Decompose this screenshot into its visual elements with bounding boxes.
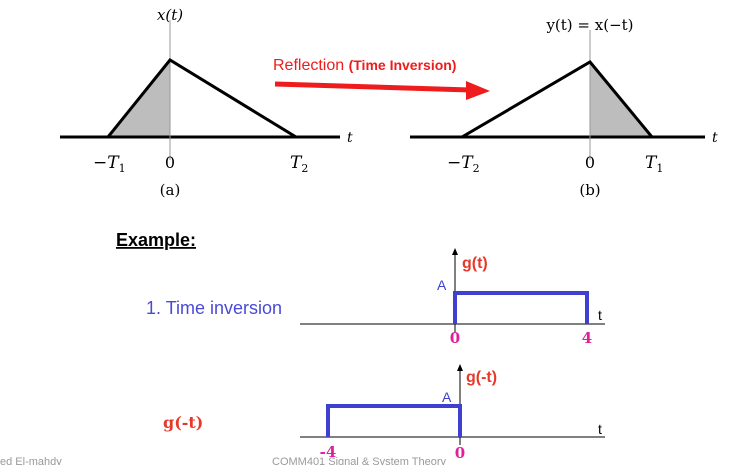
ginv-axis-var: t <box>598 421 602 437</box>
g-label: g(t) <box>462 255 488 272</box>
g-tick-end: 4 <box>582 329 592 347</box>
function-label-a: x(t) <box>157 6 183 24</box>
ginv-amplitude-label: A <box>442 389 452 405</box>
g-pulse <box>453 291 589 324</box>
figure-a: x(t) t −T1 0 T2 (a) <box>60 6 353 199</box>
plot-g-of-t: g(t) A t 0 4 <box>300 248 605 347</box>
inverted-function-label: g(-t) <box>163 413 203 432</box>
ginv-label: g(-t) <box>466 369 497 386</box>
axis-var-a: t <box>347 130 353 146</box>
axis-var-b: t <box>712 130 718 146</box>
figure-b: y(t) = x(−t) t −T2 0 T1 (b) <box>410 16 718 199</box>
ginv-tick-zero: 0 <box>455 444 465 462</box>
signal-x-of-t <box>106 58 297 139</box>
footer-author: ed El-mahdy <box>0 456 62 465</box>
tick-left-a: −T1 <box>93 153 126 175</box>
g-axis-arrowhead <box>452 248 458 255</box>
reflection-annotation: Reflection (Time Inversion) <box>273 57 490 100</box>
example-heading: Example: <box>116 230 196 250</box>
footer-course: COMM401 Signal & System Theory <box>272 456 447 465</box>
g-amplitude-label: A <box>437 277 447 293</box>
ginv-axis-arrowhead <box>457 364 463 371</box>
reflection-label: Reflection (Time Inversion) <box>273 57 456 74</box>
function-label-b: y(t) = x(−t) <box>545 16 633 34</box>
ginv-tick-start: -4 <box>320 443 337 461</box>
reflection-arrow-head <box>466 81 490 100</box>
ginv-pulse <box>326 404 462 437</box>
tick-right-a: T2 <box>290 153 308 175</box>
g-axis-var: t <box>598 307 602 323</box>
tick-zero-a: 0 <box>165 153 175 172</box>
tick-right-b: T1 <box>645 153 663 175</box>
plot-g-of-minus-t: g(-t) A t -4 0 <box>300 364 605 462</box>
caption-a: (a) <box>160 181 181 199</box>
reflection-arrow-shaft <box>274 81 471 93</box>
tick-zero-b: 0 <box>585 153 595 172</box>
g-tick-zero: 0 <box>450 329 460 347</box>
caption-b: (b) <box>579 181 600 199</box>
tick-left-b: −T2 <box>447 153 480 175</box>
example-item-label: 1. Time inversion <box>146 298 282 318</box>
signal-y-of-t <box>461 60 654 139</box>
